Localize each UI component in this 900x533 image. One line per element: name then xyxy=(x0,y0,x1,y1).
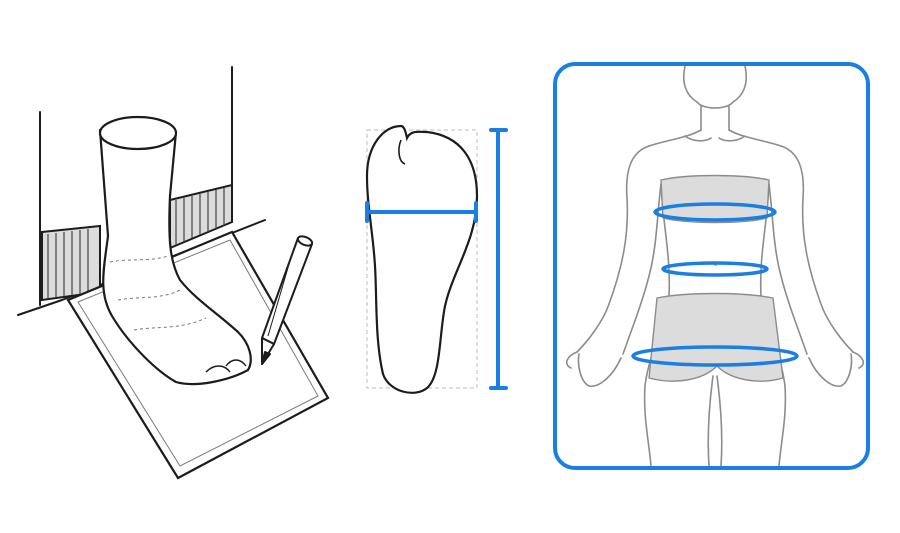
foot-tracing-illustration xyxy=(0,0,345,533)
foot-outline-illustration xyxy=(345,0,520,533)
body-measurement-panel xyxy=(553,62,870,470)
female-torso-illustration xyxy=(557,66,866,466)
foot-length-marker xyxy=(491,130,506,388)
top-garment xyxy=(661,176,769,223)
foot-sole-outline xyxy=(367,126,477,393)
foot-on-paper-with-pencil-illustration xyxy=(0,0,345,533)
shorts-garment xyxy=(649,294,783,382)
foot-sole-outline-illustration xyxy=(345,0,520,533)
